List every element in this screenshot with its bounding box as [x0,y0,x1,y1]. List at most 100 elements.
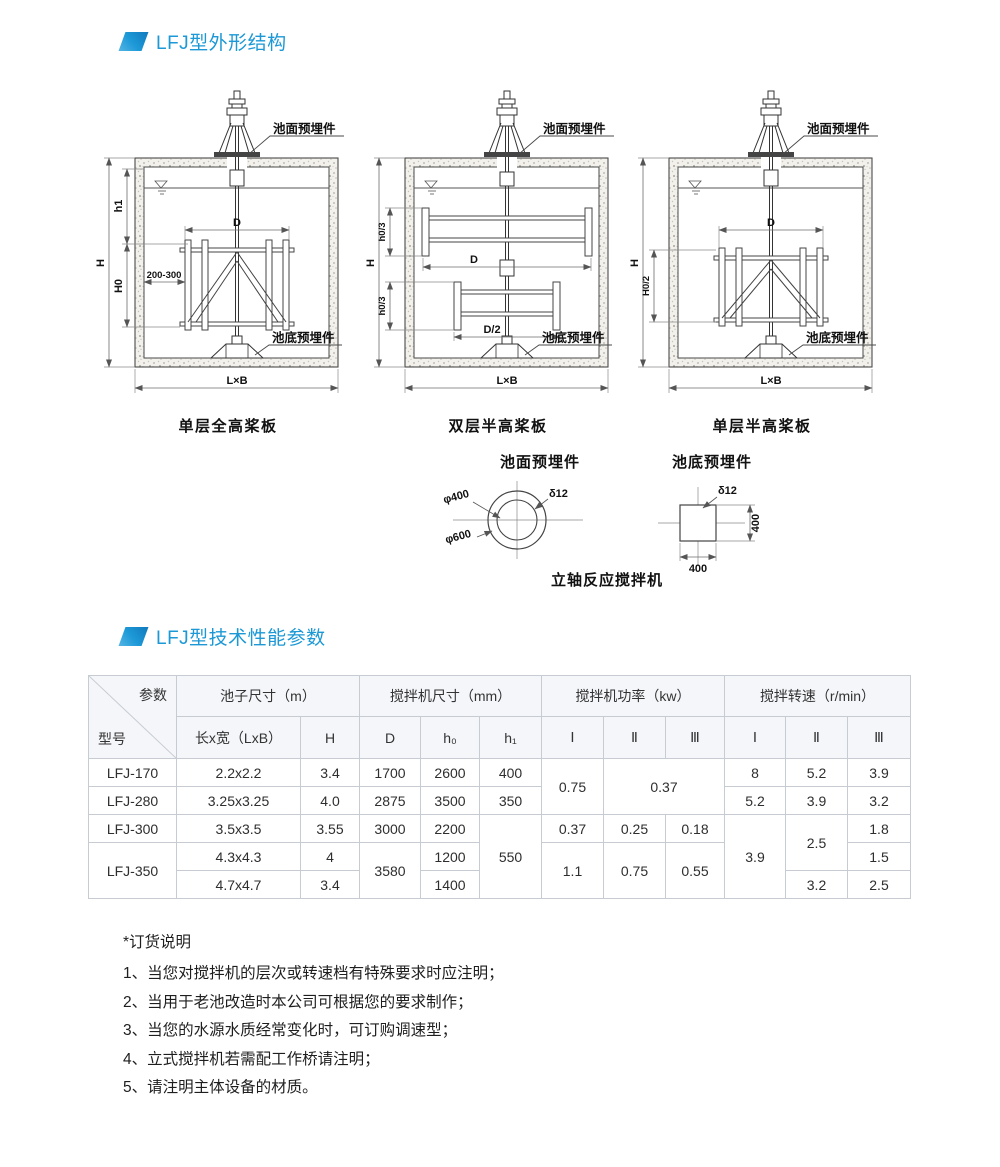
table-cell: 0.75 [603,842,666,899]
table-header-cell: Ⅰ [724,716,786,759]
dim-LB-label: L×B [226,375,247,387]
table-header-cell: Ⅱ [785,716,848,759]
diagram-single-half-block: H H0/2 D L×B 池面预埋件 池底预埋件 单层半高桨板 [626,90,898,436]
table-cell: 2200 [420,814,480,843]
paddle-frame [179,239,295,331]
dim-h1-label: h1 [113,200,125,213]
section-marker-icon [118,32,149,51]
table-cell: 3.25x3.25 [176,786,301,815]
corner-top-label: 参数 [139,687,167,703]
paddle-frame [713,247,829,327]
motor [483,90,531,158]
dim-h03-bottom-label: h0/3 [377,296,388,315]
table-cell: 4 [300,842,360,871]
bottom-delta12-label: δ12 [718,485,737,497]
table-header-cell: h₀ [420,716,480,759]
embed-parts-details: 池面预埋件 池底预埋件 φ400 φ600 δ12 δ12 400 [442,453,762,589]
table-header-cell: Ⅰ [541,716,604,759]
surface-embed-callout: 池面预埋件 [273,121,336,136]
table-cell: 400 [479,758,542,787]
table-cell: 0.37 [603,758,725,815]
phi400-label: φ400 [442,488,470,506]
note-item: 4、立式搅拌机若需配工作桥请注明； [123,1050,380,1068]
mixer-detail-caption: 立轴反应搅拌机 [551,571,663,589]
section-header-params: LFJ型技术性能参数 [118,623,326,650]
surface-embed-callout: 池面预埋件 [543,121,606,136]
table-cell: 3500 [420,786,480,815]
table-header-cell: 搅拌转速（r/min） [724,675,911,717]
performance-table: 参数 型号 池子尺寸（m） 搅拌机尺寸（mm） 搅拌机功率（kw） 搅拌转速（r… [88,675,911,899]
table-cell: 3.4 [300,870,360,899]
table-cell: 1.5 [847,842,911,871]
note-item: 2、当用于老池改造时本公司可根据您的要求制作； [123,993,473,1011]
bottom-embed-callout: 池底预埋件 [542,330,605,345]
table-cell: 1700 [359,758,421,787]
table-cell: 3.2 [847,786,911,815]
surface-embed-detail: φ400 φ600 δ12 [442,481,583,559]
table-header-cell: Ⅱ [603,716,666,759]
dim-H-label: H [95,259,107,267]
note-item: 1、当您对搅拌机的层次或转速档有特殊要求时应注明； [123,965,504,982]
table-cell: 4.3x4.3 [176,842,301,871]
delta12-label: δ12 [549,488,568,500]
table-header-cell: 长x宽（LxB） [176,716,301,759]
table-cell: 3.9 [724,814,786,899]
dim-h03-top-label: h0/3 [377,222,388,241]
order-notes: *订货说明 1、当您对搅拌机的层次或转速档有特殊要求时应注明； 2、当用于老池改… [123,930,504,1103]
table-cell: 2600 [420,758,480,787]
table-cell: 0.75 [541,758,604,815]
table-cell: 2.5 [785,814,848,871]
dim-LB-label: L×B [760,375,781,387]
table-cell: 2.2x2.2 [176,758,301,787]
table-header-cell: H [300,716,360,759]
corner-bottom-label: 型号 [98,731,126,747]
upper-paddle [421,207,593,257]
callouts: 池面预埋件 池底预埋件 [518,121,615,356]
notes-title: *订货说明 [123,934,192,951]
table-cell: 3000 [359,814,421,843]
diagram-single-full-block: H h1 H0 D 200-300 L×B 池面预埋件 [92,90,364,436]
diagram-single-half: H H0/2 D L×B 池面预埋件 池底预埋件 [629,90,879,402]
table-row: LFJ-280 3.25x3.25 4.0 2875 3500 350 5.2 … [88,786,911,815]
table-cell: 0.55 [665,842,725,899]
phi600-label: φ600 [444,528,472,546]
diagram-caption: 双层半高桨板 [448,418,548,435]
dim-D-label: D [767,217,775,229]
table-header-cell: 池子尺寸（m） [176,675,360,717]
structure-section-title: LFJ型外形结构 [156,33,287,54]
square-width-label: 400 [689,563,707,575]
table-cell: 4.7x4.7 [176,870,301,899]
bottom-embed-callout: 池底预埋件 [806,330,869,345]
lower-paddle [453,281,561,331]
table-header-cell: Ⅲ [665,716,725,759]
table-cell: 3.4 [300,758,360,787]
table-cell: 350 [479,786,542,815]
mixer-shaft [229,123,245,341]
dim-H-label: H [629,259,641,267]
dim-LB-label: L×B [496,375,517,387]
bottom-embed-callout: 池底预埋件 [272,330,335,345]
table-row: LFJ-350 4.3x4.3 4 3580 1200 1.1 0.75 0.5… [88,842,911,899]
table-cell: 3.55 [300,814,360,843]
corner-diagonal [89,676,177,759]
table-cell: 4.0 [300,786,360,815]
dim-D-label: D [470,254,478,266]
bottom-embed-detail: δ12 400 400 [658,485,762,575]
square-height-label: 400 [750,514,762,532]
dim-H02-label: H0/2 [641,276,652,296]
table-row: 4.7x4.7 3.4 1400 3.2 2.5 [89,870,911,899]
table-cell: 3.9 [847,758,911,787]
table-cell: 0.25 [603,814,666,843]
table-header-cell: D [359,716,421,759]
callouts: 池面预埋件 池底预埋件 [782,121,879,356]
section-header-structure: LFJ型外形结构 [118,28,287,55]
dimensions: H h0/3 D h0/3 D/2 L×B [365,158,608,393]
table-cell: 3.9 [785,786,848,815]
table-cell: 2.5 [847,870,911,899]
bottom-detail-title: 池底预埋件 [672,453,752,471]
diagram-double-half: H h0/3 D h0/3 D/2 L×B [365,90,615,402]
table-cell: LFJ-300 [88,814,177,843]
diagram-double-half-block: H h0/3 D h0/3 D/2 L×B [362,90,634,436]
note-item: 3、当您的水源水质经常变化时，可订购调速型； [123,1022,458,1040]
